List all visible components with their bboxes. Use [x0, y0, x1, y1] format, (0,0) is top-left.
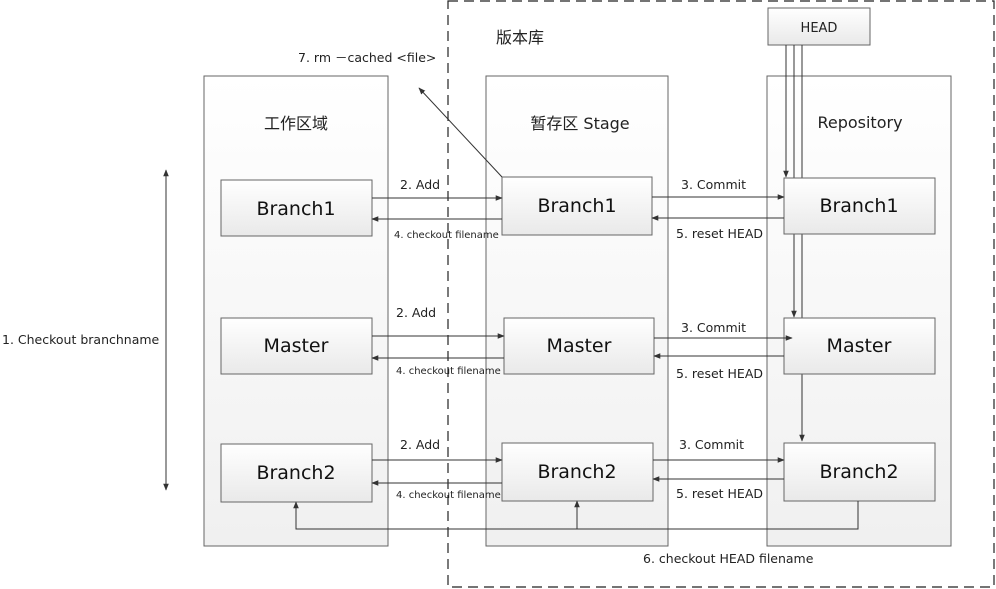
repo-master-box: Master [783, 317, 936, 375]
repo-branch1-label: Branch1 [819, 195, 898, 217]
repo-branch2-label: Branch2 [819, 461, 898, 483]
work-master-label: Master [264, 335, 329, 357]
stage-branch2-box: Branch2 [501, 442, 654, 502]
rm-cached-arrow [418, 87, 503, 178]
repo-label: 版本库 [496, 28, 544, 47]
stage-master-box: Master [503, 317, 655, 375]
column-repo-title: Repository [817, 113, 902, 132]
commit-label-branch1: 3. Commit [681, 177, 746, 192]
checkout-file-label-branch2: 4. checkout filename [396, 490, 501, 501]
work-branch2-box: Branch2 [220, 443, 373, 503]
repo-branch2-box: Branch2 [783, 442, 936, 502]
work-branch1-box: Branch1 [220, 179, 373, 237]
column-stage-title: 暂存区 Stage [530, 114, 629, 133]
add-label-branch2: 2. Add [400, 437, 440, 452]
stage-branch1-label: Branch1 [537, 195, 616, 217]
add-label-master: 2. Add [396, 305, 436, 320]
reset-head-label-branch1: 5. reset HEAD [676, 226, 763, 241]
checkout-head-label: 6. checkout HEAD filename [643, 551, 814, 566]
commit-label-master: 3. Commit [681, 320, 746, 335]
work-master-box: Master [220, 317, 373, 375]
repo-master-label: Master [827, 335, 892, 357]
commit-label-branch2: 3. Commit [679, 437, 744, 452]
checkout-file-label-branch1: 4. checkout filename [394, 230, 499, 241]
stage-branch2-label: Branch2 [537, 461, 616, 483]
stage-branch1-box: Branch1 [501, 176, 653, 236]
reset-head-label-master: 5. reset HEAD [676, 366, 763, 381]
work-branch1-label: Branch1 [256, 198, 335, 220]
work-branch2-label: Branch2 [256, 462, 335, 484]
repo-branch1-box: Branch1 [783, 177, 936, 235]
repo-region [447, 0, 995, 588]
head-box [767, 7, 871, 46]
checkout-branch-label: 1. Checkout branchname [2, 332, 160, 347]
stage-master-label: Master [547, 335, 612, 357]
checkout-file-label-master: 4. checkout filename [396, 366, 501, 377]
column-work-title: 工作区域 [264, 114, 328, 133]
reset-head-label-branch2: 5. reset HEAD [676, 486, 763, 501]
add-label-branch1: 2. Add [400, 177, 440, 192]
head-label: HEAD [801, 21, 838, 36]
rm-cached-label: 7. rm －cached <file> [298, 50, 436, 65]
